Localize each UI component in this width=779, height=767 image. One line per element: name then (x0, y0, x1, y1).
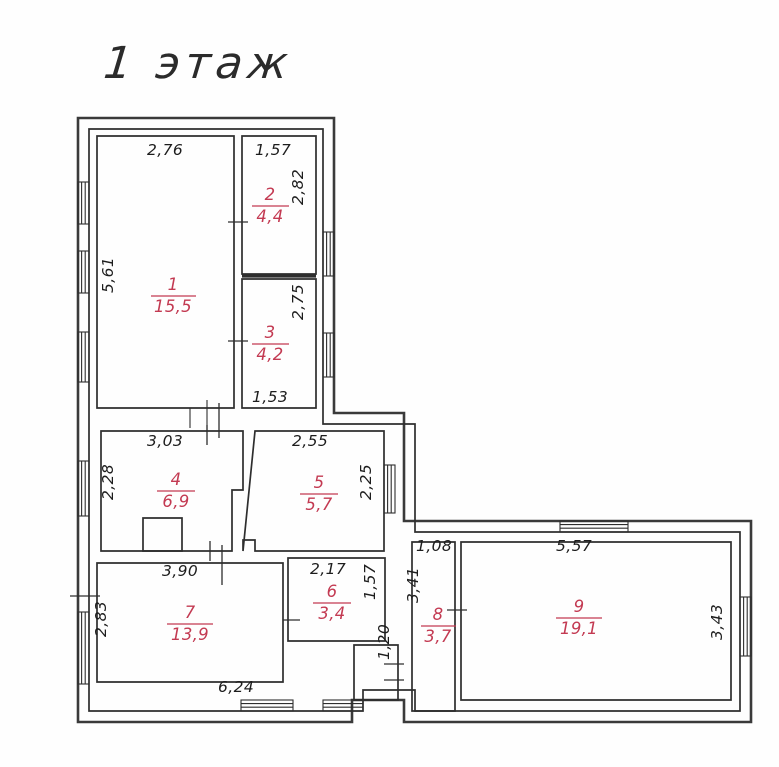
room-label-9: 9 19,1 (556, 597, 602, 638)
dimension-2-82: 2,82 (289, 169, 307, 205)
svg-text:19,1: 19,1 (560, 619, 598, 638)
room-label-7: 7 13,9 (167, 603, 213, 644)
dimension-3-90: 3,90 (162, 562, 198, 580)
room-label-8: 8 3,7 (421, 605, 456, 646)
dimension-1-53: 1,53 (252, 388, 288, 406)
window-room4-left (77, 460, 90, 517)
window-room7-bottom-2 (322, 699, 364, 712)
dimension-2-83: 2,83 (92, 601, 110, 637)
svg-text:2: 2 (265, 185, 276, 204)
dimension-6-24: 6,24 (218, 678, 254, 696)
dimension-2-75: 2,75 (289, 284, 307, 320)
window-room9-top (559, 520, 629, 533)
vestibule-outline (353, 644, 404, 701)
svg-text:4: 4 (171, 470, 182, 489)
svg-text:8: 8 (433, 605, 444, 624)
dimension-1-20: 1,20 (375, 624, 393, 660)
room-label-1: 1 15,5 (151, 275, 196, 316)
svg-text:3: 3 (265, 323, 276, 342)
svg-text:4,4: 4,4 (256, 207, 283, 226)
svg-text:1: 1 (168, 275, 179, 294)
door-opening-room4-bottom (209, 541, 223, 585)
dimension-2-25: 2,25 (357, 464, 375, 500)
room-label-4: 4 6,9 (157, 470, 195, 511)
svg-text:5: 5 (314, 473, 325, 492)
dimension-1-08: 1,08 (416, 537, 452, 555)
window-room9-right (739, 596, 752, 657)
window-room1-left-1 (77, 181, 90, 225)
svg-text:13,9: 13,9 (171, 625, 209, 644)
svg-text:6,9: 6,9 (162, 492, 189, 511)
window-room7-left (77, 611, 90, 685)
svg-text:6: 6 (327, 582, 338, 601)
dimension-leaders (189, 400, 208, 431)
svg-text:15,5: 15,5 (154, 297, 192, 316)
dimension-2-55: 2,55 (292, 432, 328, 450)
door-opening-room4-top (206, 403, 220, 445)
svg-text:5,7: 5,7 (305, 495, 332, 514)
room-1-outline (96, 135, 235, 409)
dimension-2-28: 2,28 (99, 464, 117, 500)
window-room1-left-2 (77, 250, 90, 294)
room-label-3: 3 4,2 (252, 323, 289, 364)
room-7-outline (96, 562, 284, 683)
dimension-1-57-top: 1,57 (255, 141, 291, 159)
dimension-3-03: 3,03 (147, 432, 183, 450)
dimension-3-41: 3,41 (404, 567, 422, 603)
room-label-2: 2 4,4 (252, 185, 289, 226)
svg-text:3,7: 3,7 (424, 627, 451, 646)
room-label-6: 6 3,4 (313, 582, 351, 623)
room-6-outline (283, 557, 386, 642)
svg-text:3,4: 3,4 (318, 604, 345, 623)
dimension-5-57: 5,57 (556, 537, 592, 555)
dimension-2-76: 2,76 (147, 141, 183, 159)
dimension-3-43: 3,43 (708, 604, 726, 640)
room-3-outline (241, 278, 317, 409)
dimension-5-61: 5,61 (99, 257, 117, 293)
svg-text:9: 9 (574, 597, 585, 616)
room-9-outline (460, 541, 732, 701)
room-label-5: 5 5,7 (300, 473, 338, 514)
room-4-outline (100, 430, 244, 552)
dimension-2-17: 2,17 (310, 560, 346, 578)
room-2-outline (241, 135, 317, 278)
svg-text:7: 7 (185, 603, 196, 622)
window-room1-left-3 (77, 331, 90, 383)
room-5-outline (242, 430, 385, 552)
window-room3-right (322, 332, 335, 378)
dimension-1-57-room6: 1,57 (361, 564, 379, 600)
svg-text:4,2: 4,2 (256, 345, 283, 364)
window-room5-right (383, 464, 396, 514)
window-room7-bottom-1 (240, 699, 294, 712)
window-room2-right (322, 231, 335, 277)
room-8-outline (411, 541, 467, 712)
